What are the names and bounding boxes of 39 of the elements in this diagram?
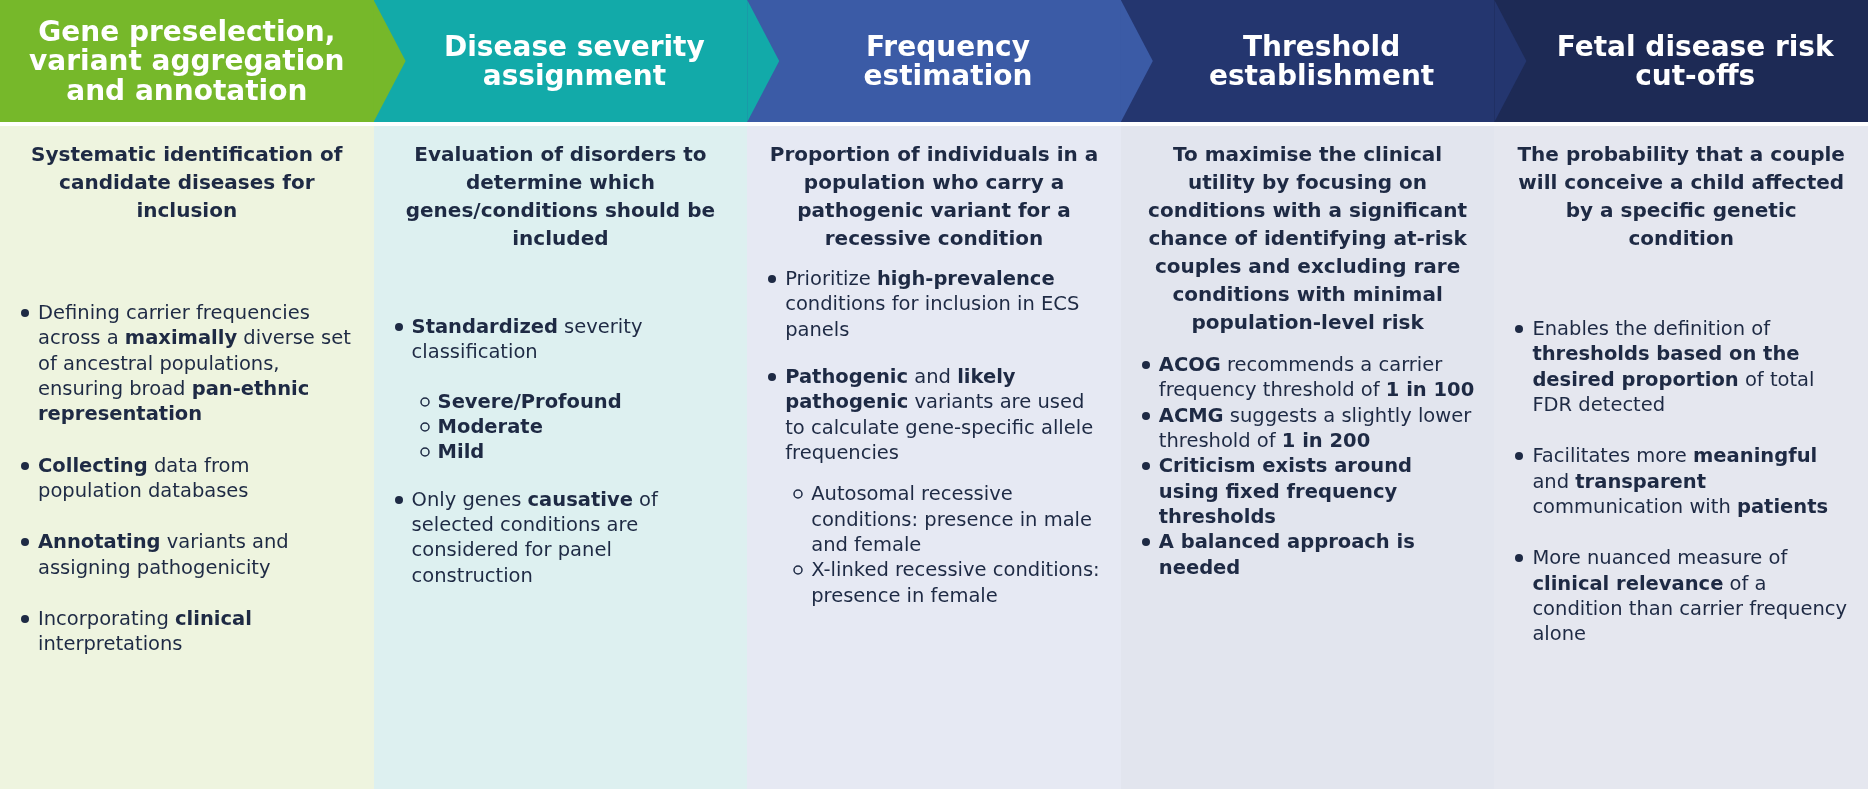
- bullet-text: Prioritize high-prevalence conditions for inclusion in ECS panels: [785, 266, 1081, 343]
- panel-heading: Evaluation of disorders to determine which genes/conditions should be included: [404, 141, 717, 252]
- bullet-text: Facilitates more meaningful and transparent communication with patients: [1532, 443, 1830, 520]
- step-title: Disease severity assignment: [443, 31, 706, 91]
- bullet-text: More nuanced measure of clinical relevance of a condition than carrier frequency alone: [1532, 545, 1849, 647]
- bullet-text: A balanced approach is needed: [1158, 529, 1416, 581]
- bullet-text: X-linked recessive conditions: presence in female: [811, 557, 1101, 609]
- step-title: Threshold establishment: [1207, 31, 1436, 91]
- panel-heading: The probability that a couple will conceive a child affected by a specific genetic condition: [1516, 141, 1846, 252]
- panel-heading: Systematic identification of candidate diseases for inclusion: [30, 141, 344, 224]
- bullet-text: Standardized severity classification: [411, 314, 644, 365]
- bullet-text: Mild: [437, 439, 485, 465]
- column-panel: [1120, 126, 1495, 789]
- panel-heading: Proportion of individuals in a population who carry a pathogenic variant for a recessive condition: [768, 141, 1100, 252]
- bullet-text: Annotating variants and assigning pathogenicity: [38, 529, 290, 581]
- bullet-text: Moderate: [437, 414, 543, 440]
- chevron-arrow: [373, 0, 406, 122]
- bullet-text: Collecting data from population databases: [38, 452, 251, 504]
- column-panel: [373, 126, 748, 789]
- panel-heading: To maximise the clinical utility by focusing on conditions with a significant chance of identifying at-risk couples and excluding rare conditions with minimal population-level risk: [1147, 141, 1469, 336]
- bullet-text: Enables the definition of thresholds based on the desired proportion of total FDR detected: [1532, 316, 1816, 418]
- column-panel: [1494, 126, 1868, 789]
- chevron-arrow: [747, 0, 780, 122]
- step-title: Gene preselection, variant aggregation and annotation: [28, 16, 346, 106]
- bullet-text: Defining carrier frequencies across a maximally diverse set of ancestral populations, ensuring broad pan-ethnic representation: [38, 300, 352, 427]
- step-title: Fetal disease risk cut-offs: [1555, 31, 1835, 91]
- column-panel: [0, 126, 374, 789]
- bullet-text: Pathogenic and likely pathogenic variants are used to calculate gene-specific allele frequencies: [785, 364, 1095, 466]
- bullet-text: Criticism exists around using fixed frequency thresholds: [1158, 453, 1414, 530]
- bullet-text: ACMG suggests a slightly lower threshold of 1 in 200: [1158, 402, 1473, 454]
- bullet-text: Incorporating clinical interpretations: [38, 606, 253, 657]
- step-header: [1494, 0, 1868, 122]
- bullet-text: Severe/Profound: [437, 388, 622, 415]
- column-panel: [747, 126, 1121, 789]
- bullet-text: Autosomal recessive conditions: presence in male and female: [811, 481, 1093, 558]
- step-title: Frequency estimation: [862, 31, 1034, 91]
- chevron-arrow: [1120, 0, 1153, 122]
- bullet-text: Only genes causative of selected conditions are considered for panel construction: [411, 486, 660, 589]
- chevron-arrow: [1494, 0, 1527, 122]
